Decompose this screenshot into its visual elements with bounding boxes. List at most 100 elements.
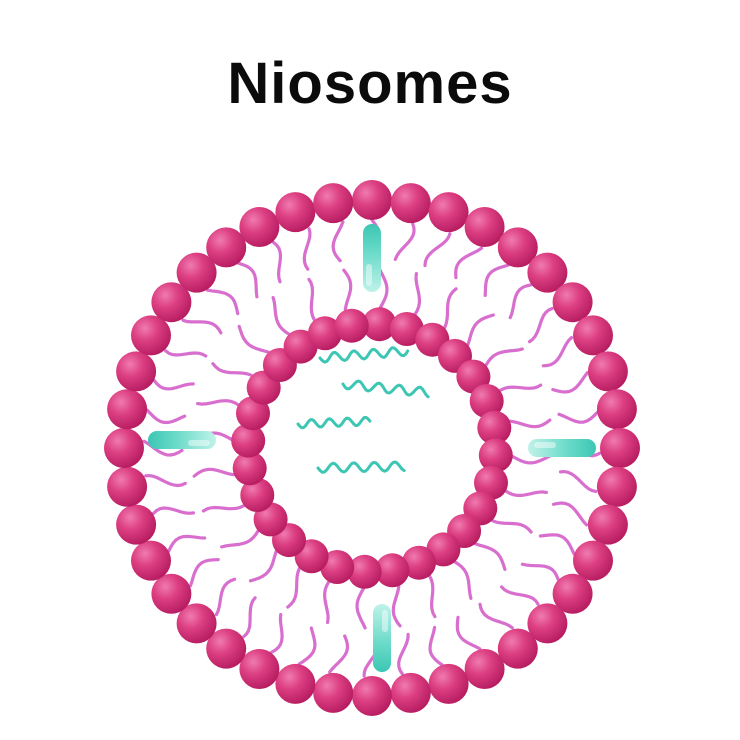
outer-head: [352, 180, 392, 220]
inner-head: [320, 550, 355, 584]
outer-head: [239, 649, 280, 689]
outer-head: [600, 428, 640, 468]
outer-tail: [527, 306, 554, 344]
inner-tail: [342, 268, 353, 312]
outer-head: [176, 252, 217, 293]
outer-tail: [558, 469, 598, 493]
encapsulated-hydrophilic-strands: [296, 346, 430, 474]
outer-tail: [520, 562, 560, 582]
outer-tail: [541, 336, 574, 368]
inner-tail: [192, 467, 236, 478]
inner-tail: [323, 580, 331, 624]
drug-capsule-body: [148, 431, 216, 449]
outer-head: [390, 672, 431, 713]
outer-head: [239, 207, 280, 247]
outer-head: [573, 540, 613, 581]
outer-head: [206, 227, 247, 268]
outer-tail: [393, 222, 416, 261]
drug-capsule-body: [363, 224, 381, 292]
outer-tail: [455, 615, 482, 651]
outer-tail: [164, 349, 208, 358]
outer-head: [151, 282, 192, 323]
hydrophilic-strand: [316, 460, 406, 474]
outer-head: [131, 540, 171, 581]
outer-head: [587, 504, 628, 545]
inner-head: [474, 465, 508, 500]
outer-head: [596, 389, 637, 430]
drug-capsule: [148, 431, 216, 449]
drug-capsule-shine: [382, 610, 388, 632]
inner-tail: [484, 347, 524, 367]
outer-tail: [331, 220, 345, 263]
outer-head: [176, 603, 217, 644]
outer-tail: [151, 506, 195, 515]
inner-head: [362, 307, 397, 342]
outer-tail: [328, 634, 350, 674]
outer-head: [428, 192, 469, 233]
outer-tail: [205, 288, 240, 316]
inner-head: [477, 410, 512, 445]
outer-tail: [302, 227, 312, 271]
outer-tail: [557, 410, 599, 424]
outer-head: [552, 573, 593, 614]
inner-tail: [473, 542, 507, 571]
inner-tail: [466, 313, 495, 347]
outer-tail: [269, 613, 284, 655]
inner-tail: [504, 489, 548, 497]
outer-tail: [500, 585, 540, 606]
drug-capsule-body: [373, 604, 391, 672]
embedded-hydrophobic-drugs: [148, 224, 596, 672]
outer-tail: [478, 602, 514, 630]
outer-tail: [214, 577, 237, 617]
outer-tail: [428, 625, 444, 667]
inner-tail: [211, 362, 253, 377]
outer-head: [116, 351, 157, 392]
outer-head: [275, 192, 316, 233]
inner-tail: [508, 418, 552, 429]
drug-capsule-body: [528, 439, 596, 457]
inner-tail: [271, 296, 291, 336]
inner-tail: [377, 266, 389, 309]
outer-tail: [236, 261, 259, 299]
inner-head: [232, 451, 267, 486]
drug-capsule-shine: [188, 440, 210, 446]
inner-head: [334, 308, 369, 343]
inner-tail: [443, 287, 458, 329]
inner-tail: [453, 560, 473, 600]
inner-head: [240, 478, 275, 512]
inner-tail: [499, 383, 543, 392]
outer-tail: [167, 534, 207, 553]
inner-tail: [413, 272, 421, 316]
outer-head: [131, 315, 171, 356]
inner-tail: [355, 587, 367, 630]
outer-head: [352, 676, 392, 716]
outer-head: [587, 351, 628, 392]
outer-tail: [188, 558, 220, 588]
outer-tail: [271, 240, 283, 284]
outer-head: [107, 389, 148, 430]
outer-head: [527, 603, 568, 644]
outer-head: [275, 663, 316, 704]
outer-head: [313, 183, 354, 224]
inner-head: [478, 438, 513, 473]
outer-tail: [508, 283, 533, 320]
inner-head: [389, 312, 424, 346]
outer-head: [527, 252, 568, 293]
outer-head: [497, 227, 538, 268]
outer-tail: [242, 596, 257, 639]
outer-tail: [423, 232, 452, 268]
outer-head: [313, 672, 354, 713]
drug-capsule-shine: [534, 442, 556, 448]
outer-tail: [454, 246, 484, 280]
outer-head: [428, 663, 469, 704]
hydrophilic-strand: [341, 379, 430, 399]
outer-head: [464, 649, 505, 689]
outer-tail: [397, 632, 410, 676]
inner-head: [402, 545, 436, 580]
inner-head: [231, 423, 266, 458]
drug-capsule-shine: [366, 264, 372, 286]
drug-capsule: [373, 604, 391, 672]
diagram-title: Niosomes: [227, 51, 513, 116]
drug-capsule: [363, 224, 381, 292]
